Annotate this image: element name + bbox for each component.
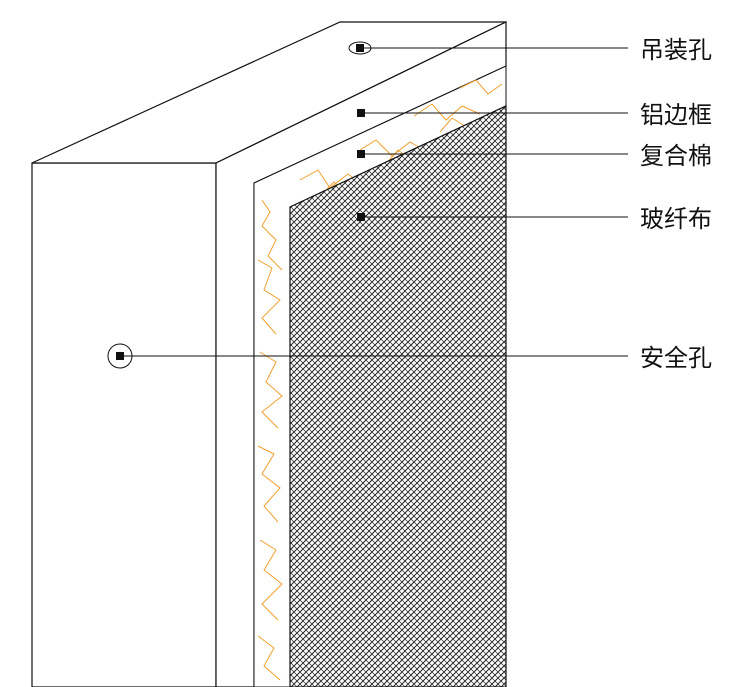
wool-texture — [257, 79, 503, 681]
label-safety-hole: 安全孔 — [640, 344, 712, 372]
point-safety-hole — [116, 352, 124, 360]
point-fiberglass-cloth — [357, 213, 365, 221]
point-lifting-hole — [356, 44, 364, 52]
fiberglass-cloth-face — [289, 105, 507, 687]
label-composite-wool: 复合棉 — [640, 142, 712, 170]
leader-lines — [124, 47, 628, 357]
callout-points — [116, 44, 365, 360]
label-lifting-hole: 吊装孔 — [640, 36, 712, 64]
label-aluminum-frame: 铝边框 — [640, 101, 712, 129]
label-fiberglass-cloth: 玻纤布 — [640, 205, 712, 233]
point-aluminum-frame — [357, 109, 365, 117]
point-composite-wool — [357, 150, 365, 158]
panel-front-face — [31, 162, 217, 687]
